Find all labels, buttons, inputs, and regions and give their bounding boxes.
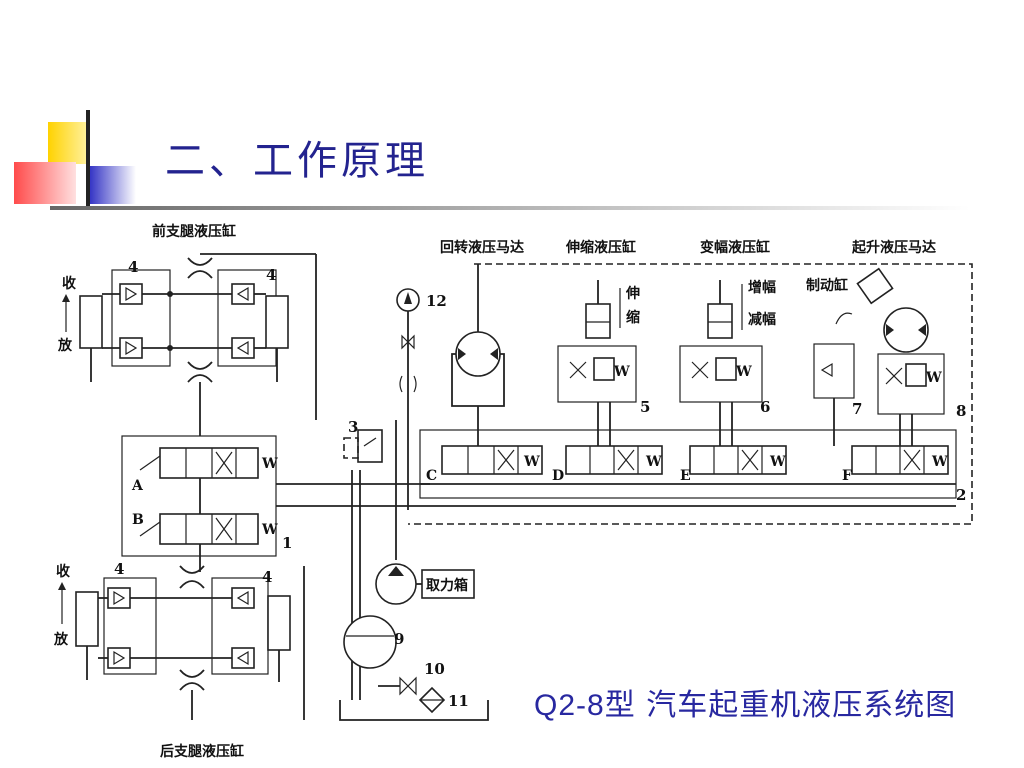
crane-valve-bank: 2 W C W D W E W F bbox=[360, 263, 973, 525]
svg-text:W: W bbox=[931, 454, 948, 470]
label-rear-outrigger: 后支腿液压缸 bbox=[160, 743, 244, 760]
label-stow-top: 收 bbox=[62, 275, 77, 292]
letter-b: B bbox=[132, 512, 144, 528]
caption-model: Q2-8 bbox=[534, 689, 605, 722]
label-deploy-top: 放 bbox=[57, 337, 73, 354]
label-front-outrigger: 前支腿液压缸 bbox=[152, 223, 236, 240]
number-4b: 4 bbox=[266, 266, 276, 284]
deco-blue-square bbox=[86, 166, 136, 204]
letter-c: C bbox=[426, 468, 437, 484]
label-pto: 取力箱 bbox=[426, 577, 468, 594]
svg-text:W: W bbox=[613, 364, 630, 380]
number-8: 8 bbox=[956, 402, 966, 420]
rear-outrigger-group: 收 放 4 4 后支腿液压缸 bbox=[53, 560, 305, 760]
luffing-group: 变幅液压缸 增幅 减幅 W 6 bbox=[679, 239, 776, 446]
front-left-cylinder bbox=[79, 295, 103, 349]
letter-a: A bbox=[131, 478, 144, 494]
pump-group: 3 取力箱 9 10 11 12 bbox=[339, 288, 489, 721]
label-deploy-bottom: 放 bbox=[53, 631, 69, 648]
number-2: 2 bbox=[956, 486, 966, 504]
label-telescopic-cylinder: 伸缩液压缸 bbox=[565, 239, 636, 256]
hoist-motor bbox=[883, 307, 929, 353]
svg-text:W: W bbox=[925, 370, 942, 386]
valve-c bbox=[441, 445, 543, 475]
valve-b bbox=[159, 513, 259, 545]
number-10: 10 bbox=[424, 660, 445, 678]
number-5: 5 bbox=[640, 398, 650, 416]
title-underline bbox=[50, 206, 970, 210]
number-4d: 4 bbox=[262, 568, 272, 586]
deco-vertical-line bbox=[86, 110, 90, 210]
number-6: 6 bbox=[760, 398, 770, 416]
label-slewing-motor: 回转液压马达 bbox=[440, 239, 524, 256]
rear-left-cylinder bbox=[75, 591, 99, 647]
number-11: 11 bbox=[448, 692, 469, 710]
svg-text:W: W bbox=[735, 364, 752, 380]
svg-text:W: W bbox=[261, 456, 278, 472]
label-luff-down: 减幅 bbox=[748, 311, 776, 328]
pto-box bbox=[421, 569, 475, 599]
diagram-caption: Q2-8型 汽车起重机液压系统图 bbox=[534, 680, 956, 724]
letter-d: D bbox=[552, 468, 564, 484]
number-1: 1 bbox=[282, 534, 292, 552]
outrigger-valve-bank: W A W B 1 bbox=[121, 435, 430, 572]
caption-text: 型 汽车起重机液压系统图 bbox=[604, 688, 957, 723]
relief-valve bbox=[357, 429, 383, 463]
svg-text:W: W bbox=[261, 522, 278, 538]
svg-text:W: W bbox=[769, 454, 786, 470]
slewing-motor-group: 回转液压马达 bbox=[440, 239, 524, 446]
brake-actuator bbox=[856, 267, 894, 305]
label-retract: 缩 bbox=[626, 309, 640, 326]
accumulator bbox=[343, 615, 397, 669]
slide-title: 二、工作原理 bbox=[165, 138, 429, 184]
deco-yellow-square bbox=[48, 122, 90, 164]
deco-red-square bbox=[14, 162, 76, 204]
number-12: 12 bbox=[426, 292, 447, 310]
label-luff-up: 增幅 bbox=[748, 279, 776, 296]
valve-a bbox=[159, 447, 259, 479]
number-7: 7 bbox=[852, 400, 862, 418]
letter-f: F bbox=[842, 468, 852, 484]
label-stow-bottom: 收 bbox=[56, 563, 71, 580]
front-outrigger-group: 前支腿液压缸 收 放 4 4 bbox=[57, 223, 317, 436]
svg-text:W: W bbox=[523, 454, 540, 470]
number-3: 3 bbox=[348, 418, 358, 436]
number-4a: 4 bbox=[128, 258, 138, 276]
label-luffing-cylinder: 变幅液压缸 bbox=[700, 239, 770, 256]
hoist-group: 制动缸 起升液压马达 7 W 8 bbox=[806, 239, 966, 446]
telescopic-group: 伸缩液压缸 伸 缩 W 5 bbox=[557, 239, 650, 446]
telescopic-cylinder bbox=[585, 303, 611, 339]
label-hoist-motor: 起升液压马达 bbox=[851, 239, 936, 256]
front-right-cylinder bbox=[265, 295, 289, 349]
number-4c: 4 bbox=[114, 560, 124, 578]
label-extend: 伸 bbox=[625, 285, 640, 302]
number-9: 9 bbox=[394, 630, 404, 648]
rear-right-cylinder bbox=[267, 595, 291, 651]
svg-text:W: W bbox=[645, 454, 662, 470]
letter-e: E bbox=[680, 468, 691, 484]
luffing-cylinder bbox=[707, 303, 733, 339]
label-brake-cylinder: 制动缸 bbox=[806, 277, 848, 294]
